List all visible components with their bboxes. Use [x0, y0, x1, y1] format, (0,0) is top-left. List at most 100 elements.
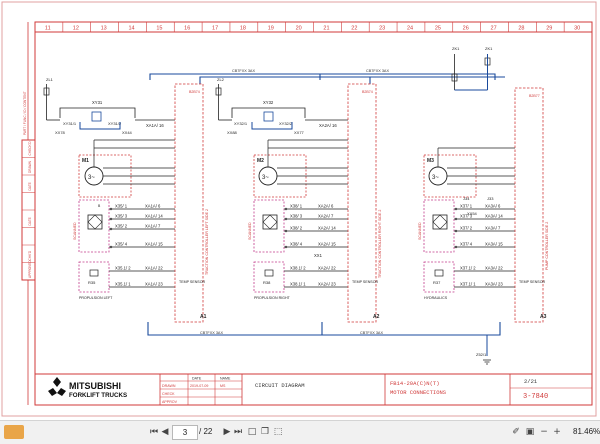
- xa-top-left: XA1A/ 16: [146, 123, 164, 128]
- terminal-label: X37/ 1: [460, 204, 473, 209]
- zoom-in-icon[interactable]: +: [553, 427, 561, 437]
- logo-line1: MITSUBISHI: [69, 381, 121, 391]
- encoder-box-right-inner: [432, 214, 448, 230]
- date-header: DATE: [192, 377, 202, 381]
- xa-terminal-label: XA1A/ 14: [145, 214, 163, 219]
- xa-terminal-label: XA3A/ 14: [485, 214, 503, 219]
- terminal-node: [454, 217, 458, 221]
- terminal-label: X38/ 3: [290, 214, 303, 219]
- row-approv: APPROV: [162, 400, 178, 404]
- left-strip-label: CHECK'D: [28, 141, 32, 156]
- row-name: MS: [220, 384, 226, 388]
- row-drawn: DRAWN: [162, 384, 176, 388]
- controller-box-mid: [347, 83, 377, 323]
- sensor-xa-label: XA3A/ 23: [485, 282, 503, 287]
- xy-b-left: XY31/2: [108, 121, 122, 126]
- encoder-vtext-mid: SCANNED: [248, 222, 252, 240]
- row-check: CHECK: [162, 392, 175, 396]
- fuse-label-mid: ZL2: [217, 77, 225, 82]
- terminal-node: [284, 207, 288, 211]
- terminal-label: X37/ 2: [460, 226, 473, 231]
- fit-page-icon[interactable]: □: [247, 427, 257, 437]
- zoom-level[interactable]: 81.46%: [573, 427, 600, 436]
- column-number: 25: [435, 26, 441, 32]
- sensor-caption-left: PROPULSION LEFT: [79, 296, 113, 300]
- terminal-label: X37/ 3: [460, 214, 473, 219]
- column-number: 11: [45, 26, 51, 32]
- selection-icon[interactable]: ⬚: [273, 427, 283, 437]
- bus-label-2: CB7FXX 3AX: [366, 69, 389, 73]
- title-block: MITSUBISHI FORKLIFT TRUCKS DATE NAME DRA…: [35, 373, 592, 405]
- sensor-temp-mid: TEMP SENSOR: [352, 280, 378, 284]
- save-icon[interactable]: ▣: [525, 427, 535, 437]
- terminal-label: X38/ 4: [290, 242, 303, 247]
- xy-a-left: XY31/1: [63, 121, 77, 126]
- xa-terminal-label: XA1A/ 7: [145, 224, 161, 229]
- comment-icon[interactable]: ✐: [512, 427, 520, 437]
- xa-terminal-label: XA3A/ 15: [485, 242, 503, 247]
- column-number: 28: [518, 26, 524, 32]
- sheet-number: 2/21: [524, 378, 538, 385]
- xy-a-mid: XY32/1: [234, 121, 248, 126]
- sensor-box-right: [423, 261, 455, 293]
- sensor-element-right: [434, 269, 444, 277]
- page-number-input[interactable]: 3: [172, 425, 198, 440]
- column-number: 19: [268, 26, 274, 32]
- name-header: NAME: [220, 377, 231, 381]
- column-number: 14: [128, 26, 134, 32]
- encoder-box-left: [78, 199, 110, 253]
- controller-label-right: A3: [540, 314, 547, 320]
- terminal-label: X35/ 3: [115, 214, 128, 219]
- zoom-out-icon[interactable]: −: [540, 427, 548, 437]
- left-strip-extra: PART / FUNC / ID / CONTENT: [23, 91, 27, 135]
- terminal-node: [109, 245, 113, 249]
- sensor-box-left: [78, 261, 110, 293]
- copy-icon[interactable]: ❐: [260, 427, 270, 437]
- left-strip-label: DATE: [28, 217, 32, 225]
- next-page-icon[interactable]: ▶: [223, 427, 231, 437]
- sensor-terminal-label: X38.1/ 1: [290, 282, 306, 287]
- terminal-node: [109, 217, 113, 221]
- sensor-terminal-label: X38.1/ 2: [290, 266, 306, 271]
- motor-label-mid: M2: [257, 158, 264, 164]
- encoder-vtext-right: SCANNED: [418, 222, 422, 240]
- branch-left: ZL1 XY31 XY31/1 XY31/2 XX78 XX44 XA1A/ 1…: [43, 77, 209, 323]
- encoder-box-mid: [253, 199, 285, 253]
- xa-top-mid: XA2A/ 16: [319, 123, 337, 128]
- controller-label-left: A1: [200, 314, 207, 320]
- viewer-toolbar: ⏮ ◀ 3 / 22 ▶ ⏭ □ ❐ ⬚ ✐ ▣ − + 81.46%: [0, 420, 600, 444]
- sensor-box-mid: [253, 261, 285, 293]
- motor-glyph-left: 3~: [88, 175, 95, 181]
- sidebar-toggle[interactable]: [4, 425, 24, 439]
- sensor-label-right: R37: [433, 280, 441, 285]
- column-number: 20: [296, 26, 302, 32]
- column-number: 29: [546, 26, 552, 32]
- fuse-label-left: ZL1: [46, 77, 54, 82]
- xa-terminal-label: XA1A/ 15: [145, 242, 163, 247]
- controller-text-left: TRACTION CONTROLLER LEFT SIDE 2: [205, 209, 209, 275]
- sensor-temp-left: TEMP SENSOR: [179, 280, 205, 284]
- left-strip-label: APPROVED: [28, 260, 32, 278]
- controller-box-right: [514, 87, 544, 323]
- motor-label-right: M3: [427, 158, 434, 164]
- controller-box-left: [174, 83, 204, 323]
- motor-label-left: M1: [82, 158, 89, 164]
- fuse-label-right-2: ZK1: [485, 46, 493, 51]
- column-number: 18: [240, 26, 246, 32]
- left-strip-label: DATE: [28, 182, 32, 190]
- x-left-mid: XX88: [227, 130, 238, 135]
- prev-page-icon[interactable]: ◀: [161, 427, 169, 437]
- column-number: 17: [212, 26, 218, 32]
- terminal-node: [109, 227, 113, 231]
- branch-middle: ZL2 XY32 XY32/1 XY32/2 XX88 XX77 XA2A/ 1…: [215, 77, 382, 323]
- controller-text-right: PUMP CONTROLLER SIDE 2: [545, 222, 549, 270]
- bus-label-3: CB7FXX 3AX: [200, 331, 223, 335]
- skip-forward-icon[interactable]: ⏭: [233, 427, 243, 437]
- xa-terminal-label: XA3A/ 6: [485, 204, 501, 209]
- sensor-temp-right: TEMP SENSOR: [519, 280, 545, 284]
- top-label-j34: J34: [463, 196, 470, 201]
- terminal-node: [284, 229, 288, 233]
- skip-back-icon[interactable]: ⏮: [149, 427, 159, 437]
